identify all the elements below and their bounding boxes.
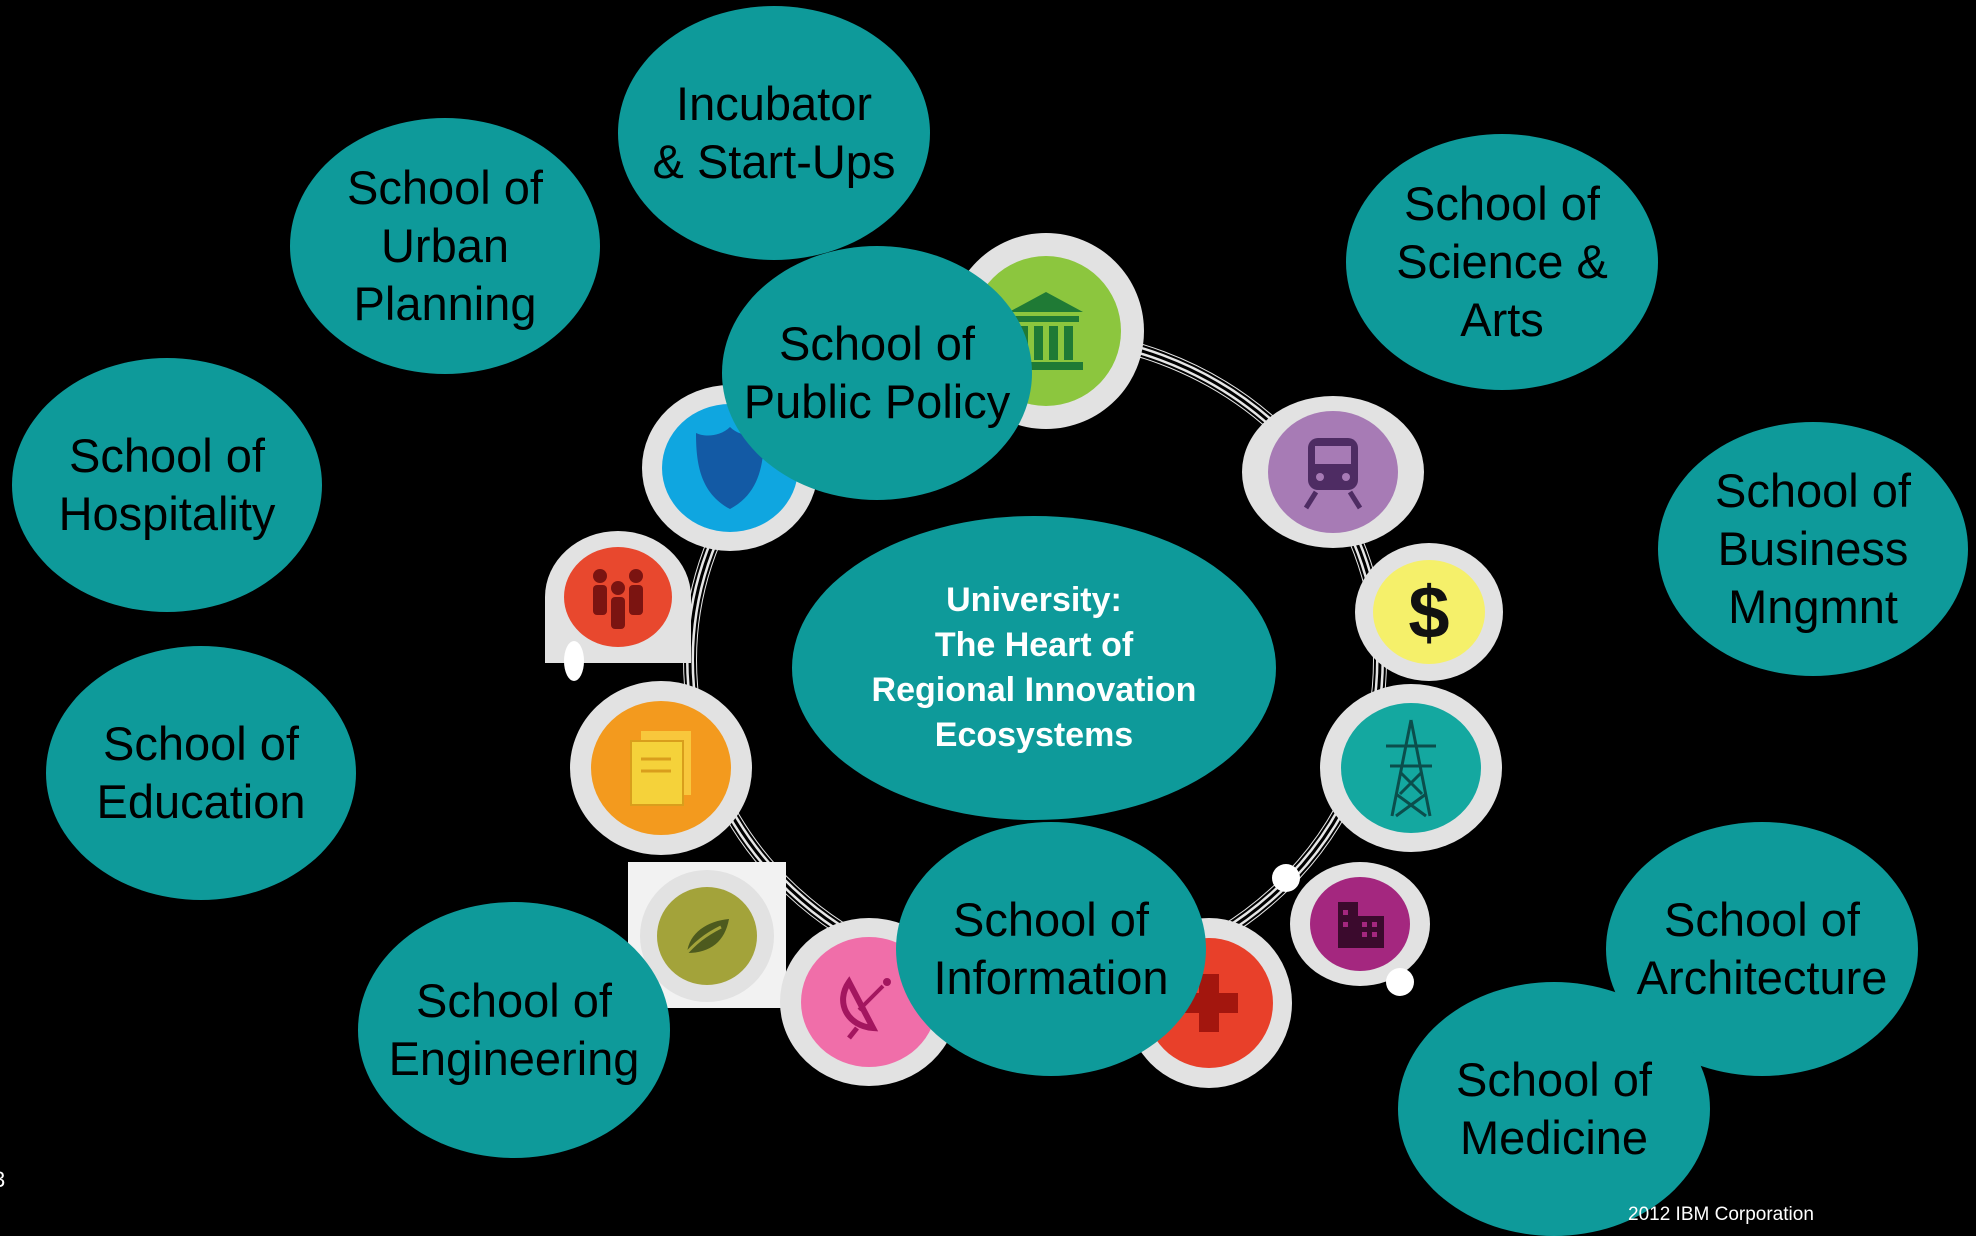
environment-node [640,870,774,1002]
people-node [545,531,691,663]
finance-node: $ [1355,543,1503,681]
page-number: 3 [0,1167,5,1193]
bubble-public-policy: School of Public Policy [722,246,1032,500]
bubble-incubator: Incubator & Start-Ups [618,6,930,260]
bubble-urban-planning: School of Urban Planning [290,118,600,374]
bubble-business: School of Business Mngmnt [1658,422,1968,676]
office-building-icon [1338,902,1384,948]
dollar-icon: $ [1408,572,1449,652]
police-shield-icon [696,427,764,509]
energy-node [1320,684,1502,852]
train-icon [1303,438,1363,510]
transport-node [1242,396,1424,548]
bubble-information: School of Information [896,822,1206,1076]
leaf-icon [681,919,729,958]
satellite-dish-icon [840,976,891,1040]
decor-dot [564,641,584,681]
documents-node [570,681,752,855]
buildings-node [1290,862,1430,986]
copyright-text: 2012 IBM Corporation [1628,1204,1814,1225]
bubble-medicine: School of Medicine [1398,982,1710,1236]
power-tower-icon [1386,719,1436,818]
decor-dot [1386,968,1414,996]
svg-text:$: $ [1408,572,1449,652]
documents-icon [630,731,691,806]
bubble-science-arts: School of Science & Arts [1346,134,1658,390]
health-cross-icon [1180,974,1238,1032]
center-title: University: The Heart of Regional Innova… [792,516,1276,820]
bubble-hospitality: School of Hospitality [12,358,322,612]
decor-dot [1272,864,1300,892]
bubble-engineering: School of Engineering [358,902,670,1158]
bubble-education: School of Education [46,646,356,900]
people-group-icon [593,569,643,629]
